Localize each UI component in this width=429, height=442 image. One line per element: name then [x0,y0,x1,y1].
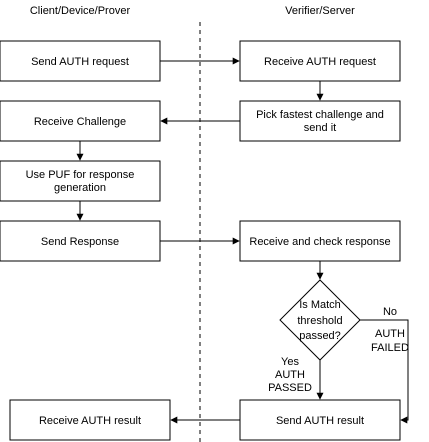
edge-label-auth-failed-1: AUTH [375,328,405,340]
node-receive-auth-result: Receive AUTH result [9,399,171,441]
node-decision-label-3: passed? [299,330,341,342]
node-receive-check-response-label: Receive and check response [249,236,390,248]
lane-header-server: Verifier/Server [285,5,355,17]
node-receive-auth-result-label: Receive AUTH result [39,415,141,427]
node-decision: Is Match threshold passed? [279,279,361,361]
node-pick-challenge: Pick fastest challenge and send it [239,100,401,142]
node-pick-challenge-label-2: send it [304,122,336,134]
node-pick-challenge-label-1: Pick fastest challenge and [256,109,384,121]
node-use-puf-label-2: generation [54,182,106,194]
node-receive-challenge: Receive Challenge [0,100,161,142]
node-send-response: Send Response [0,220,161,262]
node-receive-auth-request: Receive AUTH request [239,40,401,82]
edge-label-no: No [383,306,397,318]
node-receive-check-response: Receive and check response [239,220,401,262]
node-send-auth-result-label: Send AUTH result [276,415,364,427]
node-receive-challenge-label: Receive Challenge [34,116,126,128]
lane-header-client: Client/Device/Prover [30,5,131,17]
node-receive-auth-request-label: Receive AUTH request [264,56,376,68]
node-use-puf-label-1: Use PUF for response [26,169,135,181]
node-send-auth-result: Send AUTH result [239,399,401,441]
node-send-response-label: Send Response [41,236,119,248]
edge-label-yes: Yes [281,356,299,368]
node-decision-label-1: Is Match [299,299,341,311]
node-use-puf: Use PUF for response generation [0,160,161,202]
arrow-decision-no [360,319,409,424]
edge-label-auth-passed-1: AUTH [275,369,305,381]
edge-label-auth-failed-2: FAILED [371,342,409,354]
node-send-auth-request: Send AUTH request [0,40,161,82]
edge-label-auth-passed-2: PASSED [268,382,312,394]
node-decision-label-2: threshold [297,315,342,327]
node-send-auth-request-label: Send AUTH request [31,56,129,68]
